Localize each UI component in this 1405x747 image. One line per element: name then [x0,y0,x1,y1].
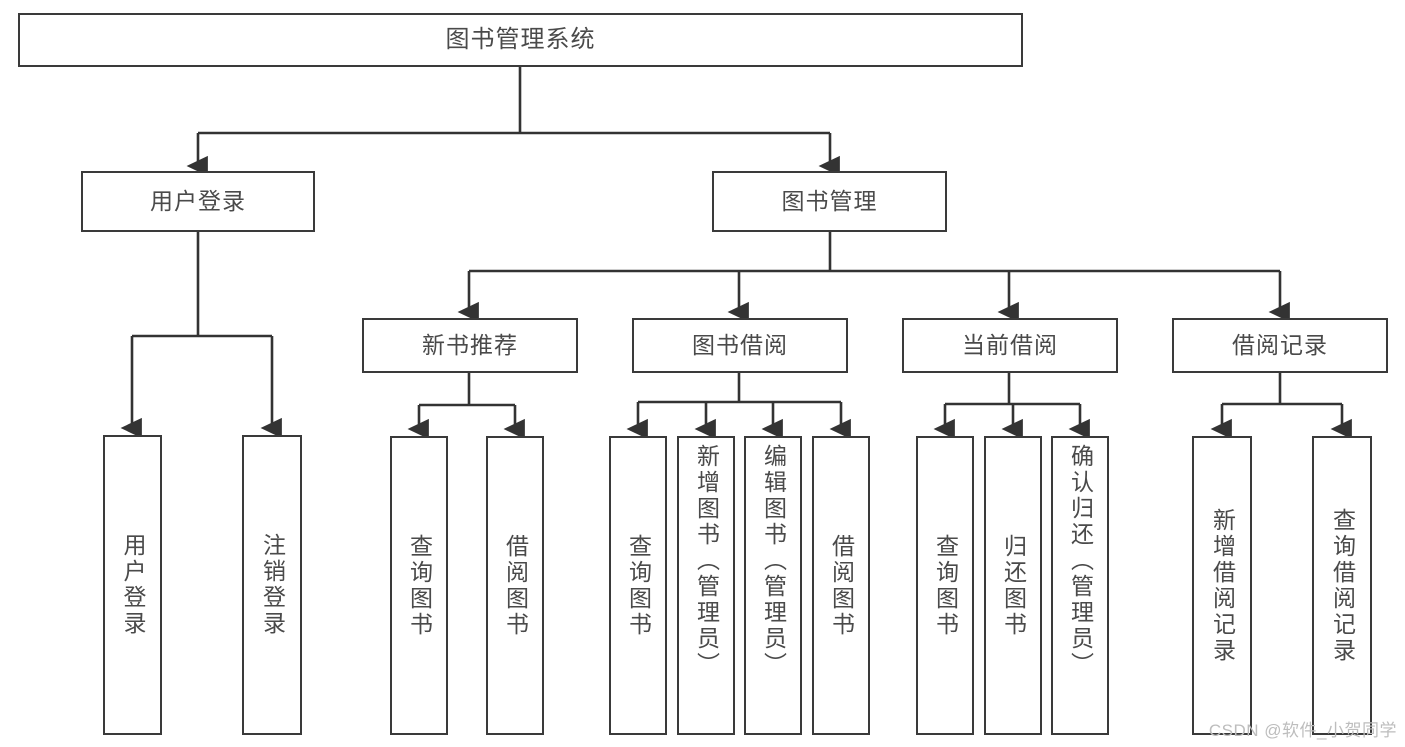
node-leaf-add-book-label: 新增图书（管理员） [693,444,720,678]
node-leaf-query-book-3-label: 查询图书 [932,533,959,638]
node-leaf-logout-label: 注销登录 [259,533,286,637]
node-book-manage-label: 图书管理 [781,188,878,215]
watermark: CSDN @软件_小贺同学 [1208,721,1397,740]
node-leaf-add-record[interactable]: 新增借阅记录 [1192,436,1252,735]
node-leaf-add-book[interactable]: 新增图书（管理员） [677,436,735,735]
node-borrow-record-label: 借阅记录 [1232,332,1328,359]
node-leaf-confirm-return-label: 确认归还（管理员） [1067,444,1094,678]
node-leaf-borrow-book-1-label: 借阅图书 [502,533,529,638]
node-leaf-borrow-book-2[interactable]: 借阅图书 [812,436,870,735]
node-new-book-rec-label: 新书推荐 [422,332,518,359]
node-leaf-user-login-label: 用户登录 [120,533,146,637]
node-current-borrow[interactable]: 当前借阅 [902,318,1118,373]
node-borrow-record[interactable]: 借阅记录 [1172,318,1388,373]
node-leaf-return-book[interactable]: 归还图书 [984,436,1042,735]
node-root[interactable]: 图书管理系统 [18,13,1023,67]
node-leaf-edit-book[interactable]: 编辑图书（管理员） [744,436,802,735]
node-user-login[interactable]: 用户登录 [81,171,315,232]
node-book-manage[interactable]: 图书管理 [712,171,947,232]
node-leaf-user-login[interactable]: 用户登录 [103,435,162,735]
node-book-borrow-label: 图书借阅 [692,332,788,359]
node-book-borrow[interactable]: 图书借阅 [632,318,848,373]
node-new-book-rec[interactable]: 新书推荐 [362,318,578,373]
node-leaf-query-book-3[interactable]: 查询图书 [916,436,974,735]
node-leaf-add-record-label: 新增借阅记录 [1209,507,1236,664]
node-leaf-borrow-book-2-label: 借阅图书 [828,533,855,638]
node-leaf-borrow-book-1[interactable]: 借阅图书 [486,436,544,735]
node-leaf-logout[interactable]: 注销登录 [242,435,302,735]
node-user-login-label: 用户登录 [150,188,246,215]
node-leaf-query-record[interactable]: 查询借阅记录 [1312,436,1372,735]
node-leaf-query-book-1-label: 查询图书 [406,533,433,638]
node-current-borrow-label: 当前借阅 [962,332,1058,359]
node-leaf-return-book-label: 归还图书 [1000,533,1027,638]
node-root-label: 图书管理系统 [445,26,596,54]
node-leaf-query-record-label: 查询借阅记录 [1329,507,1356,664]
node-leaf-edit-book-label: 编辑图书（管理员） [760,444,787,678]
node-leaf-query-book-2-label: 查询图书 [625,533,652,638]
node-leaf-query-book-1[interactable]: 查询图书 [390,436,448,735]
node-leaf-confirm-return[interactable]: 确认归还（管理员） [1051,436,1109,735]
node-leaf-query-book-2[interactable]: 查询图书 [609,436,667,735]
